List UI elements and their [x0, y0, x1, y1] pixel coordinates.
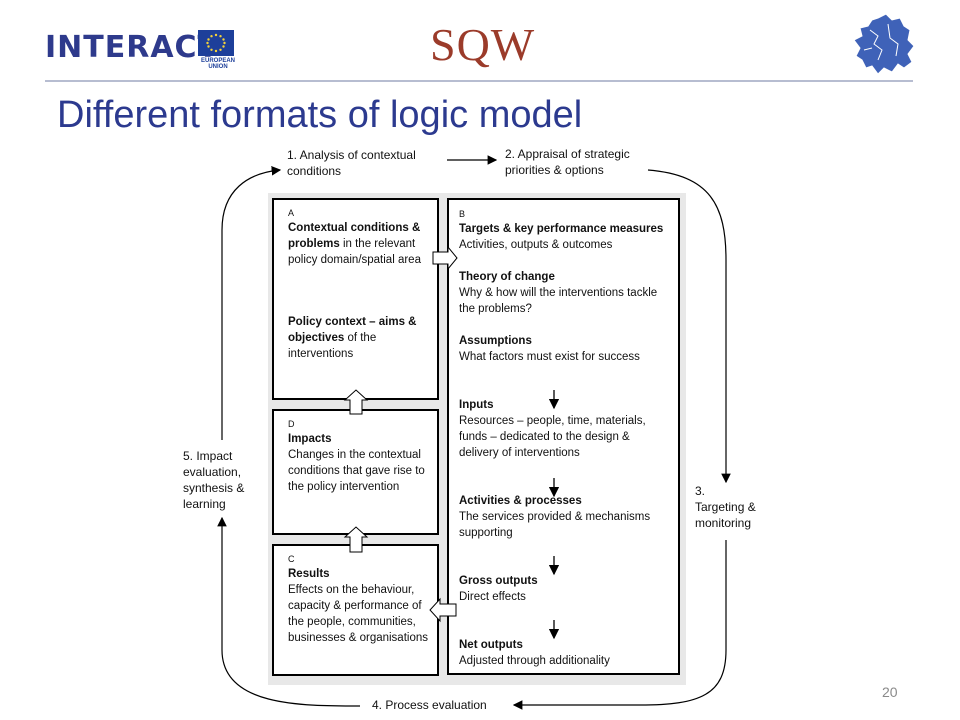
- interact-logo: INTERACT: [45, 30, 220, 65]
- arc-2-to-3: [647, 169, 731, 484]
- box-b-inputs-text: Resources – people, time, materials, fun…: [459, 415, 646, 459]
- box-b-theory-text: Why & how will the interventions tackle …: [459, 287, 658, 315]
- block-arrow-c-to-d: [343, 526, 369, 553]
- box-b-programme: B Targets & key performance measures Act…: [447, 198, 680, 675]
- box-b-targets-text: Activities, outputs & outcomes: [459, 239, 613, 251]
- step-4-label: 4. Process evaluation: [372, 698, 487, 712]
- page-title: Different formats of logic model: [57, 94, 583, 136]
- box-b-gross-text: Direct effects: [459, 591, 526, 603]
- box-a-letter: A: [288, 208, 295, 218]
- box-b-inputs-heading: Inputs: [459, 399, 494, 411]
- eu-caption: EUROPEAN UNION: [200, 58, 235, 70]
- step-3-label: 3. Targeting & monitoring: [695, 483, 775, 531]
- box-a-contextual-text: in the relevant policy domain/spatial ar…: [288, 238, 421, 266]
- header-divider: [45, 80, 913, 82]
- eu-flag-icon: [198, 30, 234, 56]
- box-a-policy-heading: Policy context – aims & objectives: [288, 316, 417, 344]
- step-5-label: 5. Impact evaluation, synthesis & learni…: [183, 449, 245, 511]
- box-d-impacts: D Impacts Changes in the contextual cond…: [272, 409, 439, 535]
- box-b-activities-text: The services provided & mechanisms suppo…: [459, 511, 651, 539]
- step-2-label: 2. Appraisal of strategic priorities & o…: [505, 147, 630, 177]
- box-a-context: A Contextual conditions & problems in th…: [272, 198, 439, 400]
- box-d-text: Changes in the contextual conditions tha…: [288, 449, 425, 493]
- step-1-label: 1. Analysis of contextual conditions: [287, 148, 416, 178]
- box-b-net-heading: Net outputs: [459, 639, 523, 651]
- block-arrow-b-to-c: [429, 597, 457, 623]
- box-b-activities-heading: Activities & processes: [459, 495, 582, 507]
- box-d-heading: Impacts: [288, 433, 332, 445]
- box-b-targets-heading: Targets & key performance measures: [459, 223, 664, 235]
- box-d-letter: D: [288, 419, 295, 429]
- box-b-theory-heading: Theory of change: [459, 271, 555, 283]
- arc-4-to-5: [217, 516, 361, 707]
- europe-map-icon: [848, 10, 918, 80]
- box-b-assumptions-heading: Assumptions: [459, 335, 532, 347]
- box-c-text: Effects on the behaviour, capacity & per…: [288, 584, 428, 644]
- page-number: 20: [882, 684, 898, 700]
- box-c-letter: C: [288, 554, 295, 564]
- block-arrow-d-to-a: [343, 389, 369, 415]
- block-arrow-a-to-b: [432, 245, 458, 271]
- box-b-gross-heading: Gross outputs: [459, 575, 538, 587]
- box-a-policy-text: of the interventions: [288, 332, 377, 360]
- step-3-text: Targeting & monitoring: [695, 500, 756, 530]
- box-b-letter: B: [459, 209, 466, 219]
- box-b-assumptions-text: What factors must exist for success: [459, 351, 640, 363]
- box-c-heading: Results: [288, 568, 330, 580]
- box-a-contextual-heading: Contextual conditions & problems: [288, 222, 421, 250]
- arc-3-to-4: [512, 540, 727, 710]
- arc-5-to-1: [221, 166, 282, 440]
- sqw-logo: SQW: [430, 19, 536, 70]
- box-b-net-text: Adjusted through additionality: [459, 655, 610, 667]
- step-3-number: 3.: [695, 484, 706, 498]
